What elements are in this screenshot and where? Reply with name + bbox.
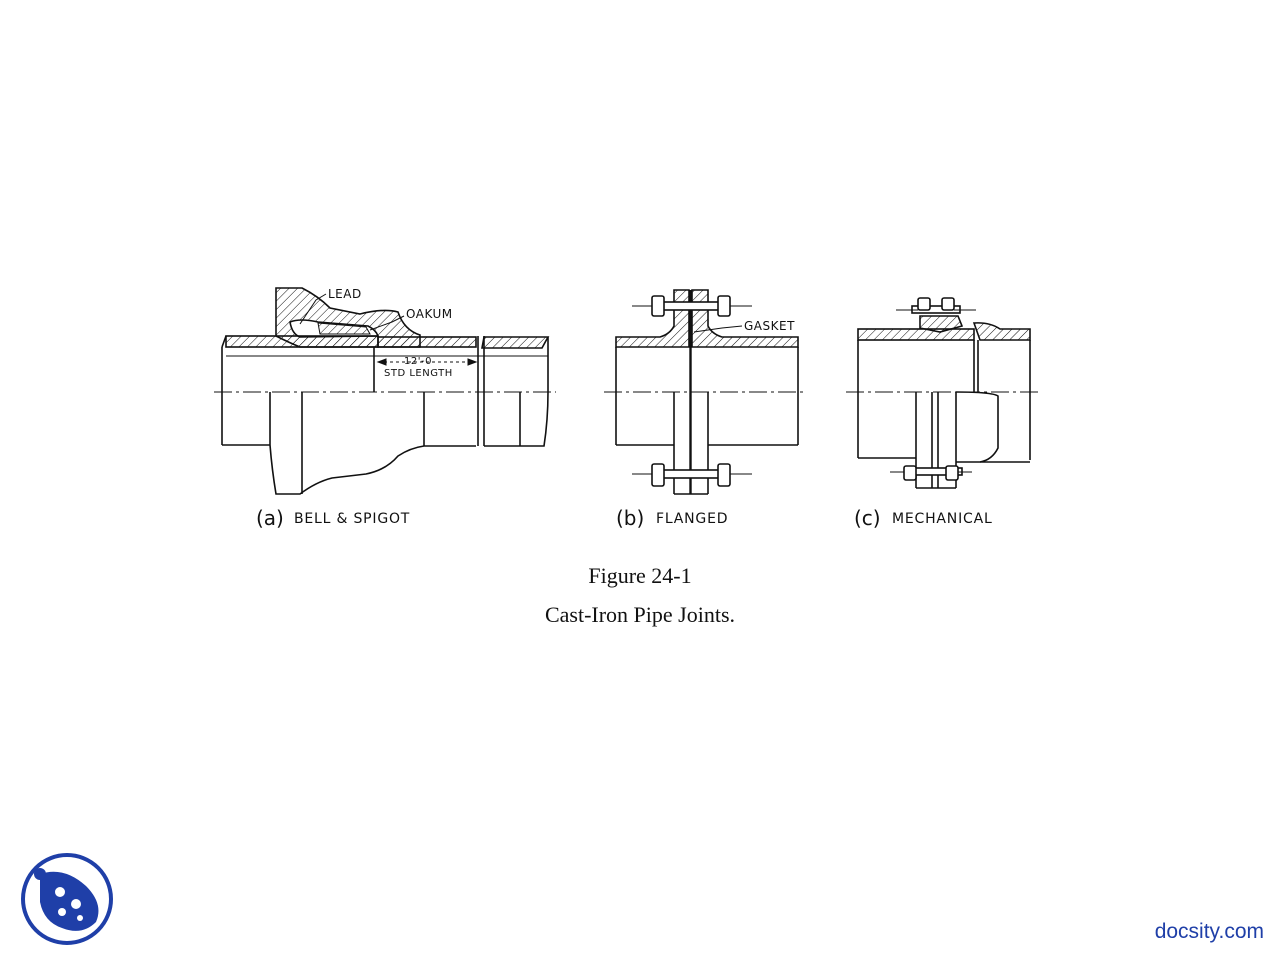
docsity-logo-icon xyxy=(21,853,113,945)
flanged-joint xyxy=(615,289,799,495)
pipe-end-wall-top xyxy=(481,336,550,349)
gasket-leader xyxy=(693,325,743,333)
subfigure-b-letter: (b) xyxy=(616,506,644,530)
subfigure-b-name: FLANGED xyxy=(656,511,728,527)
nut-top-left xyxy=(651,295,665,317)
mechanical-joint xyxy=(857,297,1031,489)
nut-bottom-left xyxy=(651,463,665,487)
oakum-label: OAKUM xyxy=(406,307,453,321)
lead-label: LEAD xyxy=(328,287,362,301)
figure-number: Figure 24-1 xyxy=(588,563,692,588)
oakum-packing xyxy=(317,322,371,335)
spigot-wall-top xyxy=(377,336,477,348)
subfigure-a-letter: (a) xyxy=(256,506,284,530)
mech-nut-bottom-right xyxy=(945,465,959,481)
length-dimension xyxy=(376,358,478,366)
docsity-brand-link[interactable]: docsity.com xyxy=(1154,920,1264,943)
gland-section xyxy=(919,315,964,333)
leader-lines-a xyxy=(299,293,405,331)
nut-top-right xyxy=(717,295,731,317)
mech-bell-section xyxy=(972,322,1031,341)
subfigure-a-name: BELL & SPIGOT xyxy=(294,511,410,527)
mech-nut-top-right xyxy=(941,297,955,311)
mech-nut-bottom-left xyxy=(903,465,917,481)
nut-bottom-right xyxy=(717,463,731,487)
flange-right-section xyxy=(691,289,799,348)
subfigure-c-name: MECHANICAL xyxy=(892,511,993,527)
gasket-label: GASKET xyxy=(744,319,795,333)
bell-outer-lower xyxy=(269,392,476,495)
figure-title: Cast-Iron Pipe Joints. xyxy=(544,602,736,627)
bell-spigot-joint xyxy=(221,287,550,495)
length-note-label: STD LENGTH xyxy=(384,368,453,379)
mech-nut-top-left xyxy=(917,297,931,311)
mech-pipe-wall-left xyxy=(857,328,975,341)
subfigure-c-letter: (c) xyxy=(854,506,881,530)
length-value-label: 12'-0 xyxy=(404,356,432,367)
pipe-wall-top xyxy=(225,335,379,348)
